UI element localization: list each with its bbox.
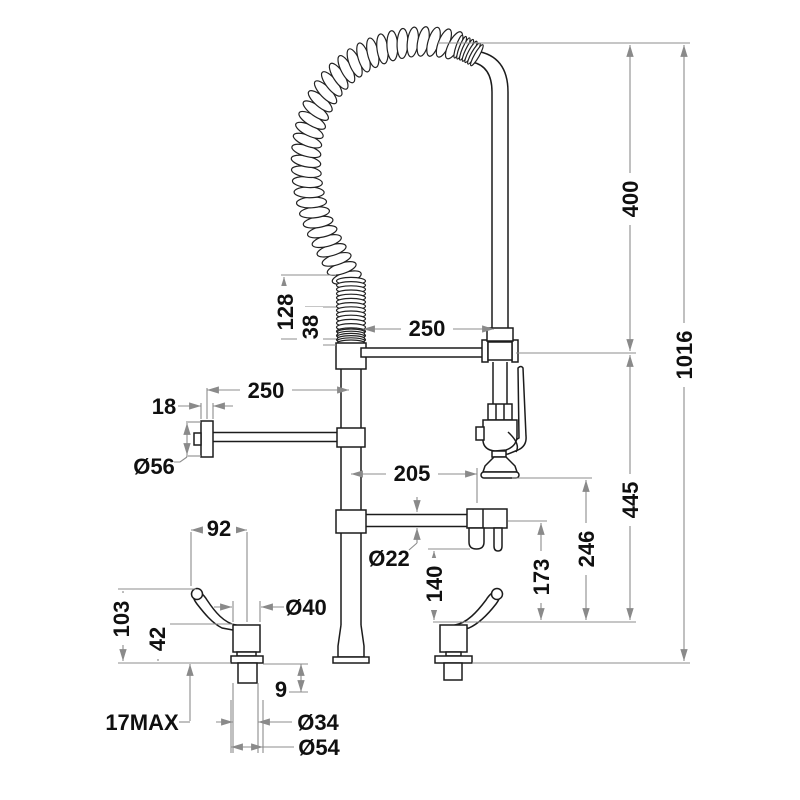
- svg-text:250: 250: [248, 378, 285, 403]
- svg-text:Ø22: Ø22: [368, 546, 410, 571]
- dim-label-washer-height: 9: [275, 677, 287, 702]
- svg-text:Ø54: Ø54: [298, 735, 340, 760]
- dim-label-hose-drop: 400: [617, 173, 643, 225]
- dim-label-flange-thickness: 18: [152, 394, 176, 419]
- faucet-body: [190, 26, 527, 684]
- dim-label-shank-diameter: Ø34: [297, 710, 339, 735]
- bracket-union-block: [336, 427, 366, 448]
- svg-text:38: 38: [298, 315, 323, 339]
- riser-clamp: [487, 341, 513, 361]
- svg-text:205: 205: [394, 461, 431, 486]
- spray-head: [475, 327, 527, 479]
- spout-union-block: [335, 509, 367, 534]
- dim-label-spring-length: 128: [272, 286, 298, 338]
- svg-text:173: 173: [529, 559, 554, 596]
- right-valve-flange: [434, 655, 473, 664]
- spout-pin: [493, 527, 503, 552]
- spray-valve-body: [482, 419, 518, 452]
- coiled-hose: [290, 26, 484, 285]
- svg-text:246: 246: [574, 531, 599, 568]
- spout-nozzle: [468, 527, 485, 550]
- dim-label-spray-outlet-height: 246: [573, 523, 599, 575]
- swivel-spout: [366, 508, 508, 552]
- svg-text:Ø56: Ø56: [133, 454, 175, 479]
- left-valve: [190, 587, 264, 684]
- base-cone: [337, 624, 365, 658]
- svg-text:400: 400: [618, 181, 643, 218]
- dim-label-lever-height: 103: [108, 593, 134, 645]
- svg-text:Ø40: Ø40: [285, 595, 327, 620]
- dim-label-riser-height: 445: [617, 474, 643, 526]
- svg-text:128: 128: [273, 294, 298, 331]
- wall-flange: [200, 420, 214, 458]
- hose-spring: [335, 276, 367, 347]
- svg-text:250: 250: [409, 316, 446, 341]
- dim-label-lever-reach: 92: [203, 516, 236, 541]
- dim-label-counter-thickness: 17MAX: [105, 710, 179, 735]
- svg-text:42: 42: [145, 627, 170, 651]
- wall-bracket: [193, 420, 337, 458]
- svg-text:92: 92: [207, 516, 231, 541]
- dim-label-overall-height: 1016: [671, 323, 697, 387]
- dim-label-bracket-reach: 250: [240, 377, 292, 403]
- dim-label-spout-diameter: Ø22: [368, 546, 410, 571]
- left-valve-bonnet: [232, 624, 261, 653]
- svg-text:445: 445: [618, 482, 643, 519]
- svg-text:1016: 1016: [672, 331, 697, 380]
- spout-head: [466, 508, 508, 529]
- dimension-labels: 400 1016 445 246 173 140 128 38 103 42: [105, 173, 697, 760]
- left-valve-shank-nut: [237, 662, 258, 684]
- riser-pipe: [471, 50, 509, 330]
- svg-text:140: 140: [422, 566, 447, 603]
- dim-label-spring-collar: 38: [297, 307, 323, 347]
- svg-text:Ø34: Ø34: [297, 710, 339, 735]
- dimension-lines: [118, 42, 690, 753]
- right-valve-shank: [443, 662, 463, 681]
- support-bar: [360, 339, 519, 363]
- dim-label-spout-end-height: 173: [528, 551, 554, 603]
- dim-label-valve-height: 42: [144, 619, 170, 659]
- head-nut: [487, 403, 513, 421]
- right-valve-bonnet: [439, 624, 468, 653]
- dim-label-valve-diameter: Ø40: [285, 595, 327, 620]
- svg-text:18: 18: [152, 394, 176, 419]
- right-valve: [434, 587, 504, 681]
- svg-text:9: 9: [275, 677, 287, 702]
- dim-label-spout-outlet-height: 140: [421, 558, 447, 610]
- spray-bell: [481, 456, 519, 473]
- dim-label-hose-offset: 250: [401, 315, 453, 341]
- main-column: [332, 342, 370, 664]
- dim-label-wall-flange-diameter: Ø56: [133, 454, 175, 479]
- base-plate: [332, 656, 370, 664]
- dim-label-base-flange-diameter: Ø54: [298, 735, 340, 760]
- left-valve-flange: [230, 655, 264, 664]
- svg-text:103: 103: [109, 601, 134, 638]
- svg-text:17MAX: 17MAX: [105, 710, 179, 735]
- dim-label-spout-reach: 205: [386, 460, 438, 486]
